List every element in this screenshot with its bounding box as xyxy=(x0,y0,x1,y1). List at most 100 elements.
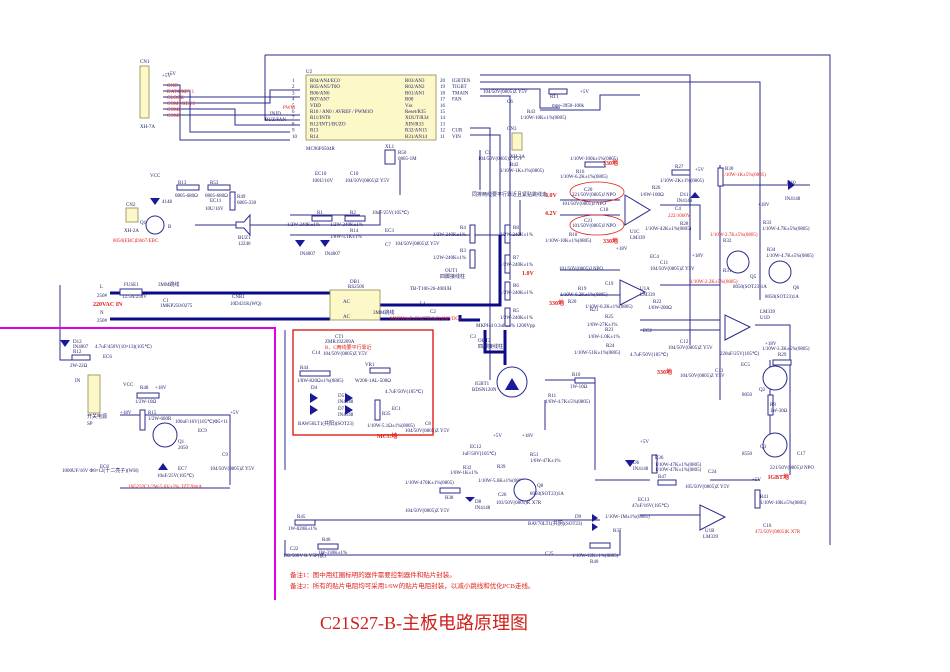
mcu-pin-number: 14 xyxy=(440,116,446,121)
svg-text:D10: D10 xyxy=(787,181,796,186)
svg-text:R19: R19 xyxy=(578,287,587,292)
svg-text:1/10W-12K±1%(0805): 1/10W-12K±1%(0805) xyxy=(572,554,619,559)
mcu-pin-number: 7 xyxy=(292,116,295,121)
svg-text:1uF/50V(105℃): 1uF/50V(105℃) xyxy=(462,451,497,457)
svg-text:EC6: EC6 xyxy=(103,355,112,360)
svg-text:R32: R32 xyxy=(723,239,732,244)
mcu-pin-name: R03/AN3 xyxy=(405,79,425,84)
svg-text:1/10W-47K±1%(0805): 1/10W-47K±1%(0805) xyxy=(655,468,702,473)
svg-text:1/10W-5.6K±1%(0805): 1/10W-5.6K±1%(0805) xyxy=(478,479,526,484)
svg-text:10D431K(WQ): 10D431K(WQ) xyxy=(230,302,262,307)
svg-text:1/10W-4.7K±5%(0805): 1/10W-4.7K±5%(0805) xyxy=(762,227,810,232)
mcu-pin-net: TMAIN xyxy=(452,91,469,96)
svg-text:+5V: +5V xyxy=(493,434,502,439)
svg-text:3MM跳线: 3MM跳线 xyxy=(158,281,179,288)
svg-text:U1C: U1C xyxy=(630,230,640,235)
note-2: 备注2：所有的贴片电阻均可采用1/6W的贴片电阻封装，以减小跳线和优化PCB走线… xyxy=(290,583,535,590)
svg-text:IN4007: IN4007 xyxy=(300,252,316,257)
mcu-pin-number: 20 xyxy=(440,79,446,84)
svg-text:IN4148: IN4148 xyxy=(633,467,649,472)
svg-text:R44: R44 xyxy=(300,366,309,371)
svg-text:IN4007: IN4007 xyxy=(325,252,341,257)
mcu-pin-number: 4 xyxy=(292,98,295,103)
svg-text:RS2506: RS2506 xyxy=(348,285,365,290)
svg-text:C20: C20 xyxy=(584,188,593,193)
svg-text:101/50V(0805)J NPO: 101/50V(0805)J NPO xyxy=(562,202,606,207)
svg-text:1/2W-680R: 1/2W-680R xyxy=(148,417,172,422)
svg-text:VR1: VR1 xyxy=(365,363,375,368)
mcu-pin-name: Reset/R35 xyxy=(405,110,426,115)
mcu-pin-name: R05/AN5/T0O xyxy=(310,85,340,90)
svg-text:C1: C1 xyxy=(163,299,169,304)
svg-text:R14: R14 xyxy=(350,229,359,234)
mcu-pin-number: 5 xyxy=(292,104,295,109)
svg-text:R45: R45 xyxy=(297,515,306,520)
svg-text:0805-330: 0805-330 xyxy=(237,201,257,206)
svg-text:4.2V: 4.2V xyxy=(545,211,558,217)
svg-text:+18V: +18V xyxy=(120,411,132,416)
svg-text:IN4148: IN4148 xyxy=(338,400,354,405)
svg-text:0805-680Ω: 0805-680Ω xyxy=(175,194,198,199)
svg-text:BUZ1: BUZ1 xyxy=(238,236,251,241)
svg-text:CT1: CT1 xyxy=(335,335,344,340)
svg-text:IGBT1: IGBT1 xyxy=(475,382,490,387)
svg-text:1/10W-4.7K±5%(0805): 1/10W-4.7K±5%(0805) xyxy=(766,254,814,259)
svg-text:CNR1: CNR1 xyxy=(232,295,245,300)
svg-text:XL1: XL1 xyxy=(385,145,395,150)
svg-text:+18V: +18V xyxy=(758,203,770,208)
svg-text:R32: R32 xyxy=(463,466,472,471)
mcu-pin-net: TIGBT xyxy=(452,85,467,90)
svg-text:1/2W-240K±1%: 1/2W-240K±1% xyxy=(500,291,533,296)
svg-text:+18V: +18V xyxy=(692,254,704,259)
mcu-pin-net: CUR xyxy=(452,129,463,134)
svg-text:四脚接线柱: 四脚接线柱 xyxy=(440,273,465,280)
svg-text:D12: D12 xyxy=(73,340,82,345)
svg-text:R26: R26 xyxy=(652,186,661,191)
svg-text:DB1: DB1 xyxy=(350,280,360,285)
svg-text:4.7uF/50V(105℃): 4.7uF/50V(105℃) xyxy=(385,389,423,395)
svg-text:1/10W-1K±1%(0805): 1/10W-1K±1%(0805) xyxy=(500,169,544,174)
svg-text:1/10W-3.3K±5%(0805): 1/10W-3.3K±5%(0805) xyxy=(762,347,810,352)
svg-text:PWM: PWM xyxy=(283,106,296,111)
svg-text:AC: AC xyxy=(343,300,351,305)
svg-text:1/8W-820Ω±1%(0805): 1/8W-820Ω±1%(0805) xyxy=(297,379,344,384)
svg-text:XH-7A: XH-7A xyxy=(140,125,155,130)
svg-text:COM1/KEY2: COM1/KEY2 xyxy=(167,102,196,107)
svg-text:C19: C19 xyxy=(605,282,614,287)
mcu-aux: EC10 100U/16V C10 104/50V(0805)Z Y5V XL1… xyxy=(312,88,589,184)
svg-text:B、C两线要平行靠近: B、C两线要平行靠近 xyxy=(325,344,372,351)
svg-text:DATA/KEY1: DATA/KEY1 xyxy=(167,90,195,95)
mcu-pin-number: 18 xyxy=(440,91,446,96)
svg-text:OUT1: OUT1 xyxy=(445,269,458,274)
mcu-pin-name: R14 xyxy=(310,135,319,140)
svg-text:Q8: Q8 xyxy=(537,484,544,489)
svg-text:1000UF/16V Φ8×12(十二亮子)(WH): 1000UF/16V Φ8×12(十二亮子)(WH) xyxy=(62,467,139,474)
svg-text:C21: C21 xyxy=(584,219,593,224)
svg-text:C2: C2 xyxy=(430,310,436,315)
svg-text:VCC: VCC xyxy=(123,383,134,388)
svg-text:+5V: +5V xyxy=(580,90,589,95)
svg-text:220uF/25V(105℃): 220uF/25V(105℃) xyxy=(720,351,760,357)
svg-text:3MM跳线: 3MM跳线 xyxy=(373,309,394,316)
svg-text:R46: R46 xyxy=(322,538,331,543)
svg-text:R34: R34 xyxy=(767,248,776,253)
svg-text:R2: R2 xyxy=(350,211,356,216)
svg-text:C3: C3 xyxy=(470,335,476,340)
svg-text:IN4148: IN4148 xyxy=(338,413,354,418)
mcu-pin-name: R06/AN6 xyxy=(310,91,330,96)
mcu-pin-name: R07/AN7 xyxy=(310,98,330,103)
svg-text:D7: D7 xyxy=(338,407,345,412)
svg-text:R3: R3 xyxy=(460,249,466,254)
mcu-pin-net: IGBTEN xyxy=(452,79,471,84)
svg-text:R41: R41 xyxy=(760,495,769,500)
svg-text:C18: C18 xyxy=(600,208,609,213)
mcu-pin-name: R13 xyxy=(310,129,319,134)
mcu-pin-name: R11/INT0 xyxy=(310,116,331,121)
power-input: L 250# 220VAC IN N 250# FUSE1 12.5A/250V… xyxy=(93,191,547,398)
svg-text:R35: R35 xyxy=(382,412,391,417)
svg-text:EC11: EC11 xyxy=(210,199,222,204)
svg-text:R8: R8 xyxy=(513,226,519,231)
svg-text:1/10W-6.2K±1%(0805): 1/10W-6.2K±1%(0805) xyxy=(560,293,608,298)
svg-text:C24: C24 xyxy=(708,470,717,475)
svg-text:104/50V(0805)Z Y5V: 104/50V(0805)Z Y5V xyxy=(395,242,440,247)
